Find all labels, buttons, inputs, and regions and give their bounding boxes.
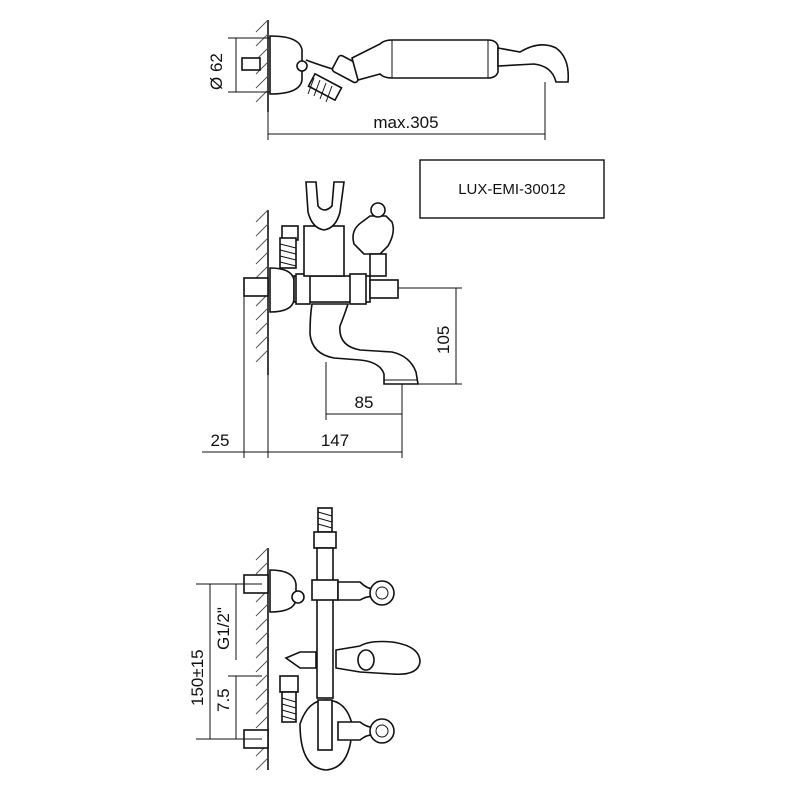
side-hose xyxy=(279,237,297,269)
shower-cradle xyxy=(305,181,345,231)
front-view: 150±15 G1/2" 7.5 xyxy=(188,507,421,771)
side-escutcheon xyxy=(269,267,295,313)
lever-stem xyxy=(369,253,387,277)
hand-shower-handle xyxy=(351,39,499,81)
lever-handle xyxy=(352,215,395,255)
shower-head xyxy=(497,44,570,83)
front-bottom-handle xyxy=(369,718,395,744)
front-hose-nut xyxy=(313,531,337,549)
top-escutcheon-cap xyxy=(296,60,308,72)
offset-label: 7.5 xyxy=(214,688,233,712)
centers-label: 150±15 xyxy=(188,649,207,706)
diameter-label: Ø 62 xyxy=(207,53,226,90)
front-top-handle xyxy=(369,580,395,606)
front-spout-outlet xyxy=(357,649,375,671)
front-escutcheon-top-cap xyxy=(291,590,305,604)
diverter-column xyxy=(303,225,345,277)
front-spout xyxy=(335,640,421,676)
depth-label: 147 xyxy=(321,431,349,450)
front-bottom-handle-inner xyxy=(375,724,389,738)
front-top-handle-inner xyxy=(375,586,389,600)
top-wall-inlet xyxy=(241,57,261,71)
length-label: max.305 xyxy=(373,113,438,132)
front-hose xyxy=(317,507,333,533)
lever-knob xyxy=(370,202,386,218)
front-escutcheon-top xyxy=(269,569,297,613)
height-label: 105 xyxy=(434,326,453,354)
front-lower-hose xyxy=(281,691,297,723)
wall-offset-label: 25 xyxy=(211,431,230,450)
model-code-box: LUX-EMI-30012 xyxy=(419,159,605,219)
front-diverter-connector xyxy=(284,651,317,669)
model-code-label: LUX-EMI-30012 xyxy=(458,181,566,198)
front-lower-riser xyxy=(317,699,333,751)
code-frame xyxy=(419,159,605,219)
side-view: 105 85 25 147 xyxy=(202,181,462,458)
side-outlet-coupling xyxy=(369,279,399,299)
spout-label: 85 xyxy=(355,393,374,412)
front-hose-connector xyxy=(279,675,299,693)
thread-label: G1/2" xyxy=(214,607,233,650)
top-escutcheon xyxy=(269,35,303,95)
front-riser-collar xyxy=(311,579,339,601)
top-hose xyxy=(307,72,343,103)
front-riser xyxy=(316,547,334,699)
side-inlet xyxy=(243,277,269,297)
top-view: Ø 62 max.305 xyxy=(207,19,570,140)
body-nut-right xyxy=(349,273,367,305)
body-nut-left xyxy=(295,273,311,305)
